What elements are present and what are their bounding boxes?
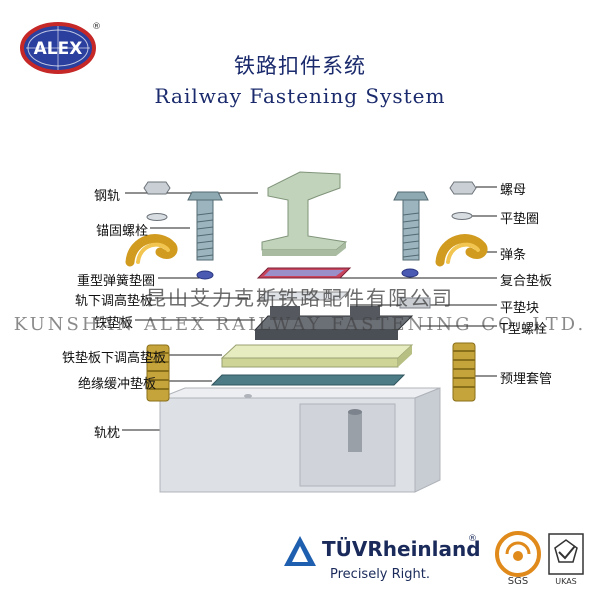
elastic-clip-right — [435, 234, 488, 267]
watermark-cn: 昆山艾力克斯铁路配件有限公司 — [146, 286, 454, 310]
logo-registered-mark: ® — [92, 22, 101, 32]
label-flat-washer: 平垫圈 — [500, 212, 540, 227]
anchor-bolt-left — [187, 191, 223, 261]
label-steel-rail: 钢轨 — [93, 189, 120, 204]
tuv-registered-mark: ® — [468, 534, 477, 544]
rail — [261, 171, 348, 256]
label-insulating-pad: 绝缘缓冲垫板 — [77, 377, 156, 392]
title-cn: 铁路扣件系统 — [234, 54, 366, 78]
label-elastic-clip: 弹条 — [500, 248, 527, 263]
flat-pad-block — [399, 297, 431, 309]
label-composite-pad: 复合垫板 — [500, 274, 553, 289]
tuv-tagline: Precisely Right. — [330, 567, 431, 582]
label-iron-base-plate: 铁垫板 — [93, 316, 133, 331]
ukas-badge-icon: UKAS — [548, 533, 584, 586]
under-rail-pad — [256, 291, 350, 301]
label-nut: 螺母 — [500, 183, 527, 198]
label-embedded-sleeve: 预埋套管 — [500, 372, 553, 387]
washer-right — [451, 212, 473, 220]
tuv-triangle-icon — [284, 536, 316, 566]
sleeper — [159, 387, 441, 493]
label-iron-plate-height-pad: 铁垫板下调高垫板 — [61, 351, 166, 366]
nut-right — [449, 181, 477, 195]
logo-text: ALEX — [34, 39, 83, 59]
tuv-rheinland-logo: TÜVRheinland — [322, 537, 481, 561]
label-sleeper: 轨枕 — [93, 426, 120, 441]
label-anchor-bolt: 锚固螺栓 — [95, 224, 148, 239]
iron-plate-adjust-pad — [220, 344, 414, 368]
label-flat-pad-block: 平垫块 — [500, 301, 540, 316]
washer-left — [146, 213, 168, 221]
spring-washer — [196, 268, 419, 280]
embedded-sleeve-right — [452, 342, 476, 402]
nut-left — [143, 181, 171, 195]
insulating-pad — [210, 374, 406, 386]
watermark-en: KUNSHAN ALEX RAILWAY FASTENING CO.,LTD. — [13, 314, 587, 335]
sgs-text: SGS — [508, 576, 528, 586]
title-en: Railway Fastening System — [154, 84, 446, 108]
label-t-bolt: T型螺栓 — [500, 322, 547, 337]
elastic-clip-left — [125, 234, 178, 267]
composite-pad — [256, 267, 352, 279]
label-heavy-spring-washer: 重型弹簧垫圈 — [76, 274, 155, 289]
iron-base-plate — [253, 306, 414, 340]
ukas-text: UKAS — [555, 577, 577, 586]
t-bolt-right — [393, 191, 429, 261]
label-under-rail-height-pad: 轨下调高垫板 — [74, 294, 153, 309]
embedded-sleeve-left — [146, 344, 170, 402]
sgs-badge-icon: SGS — [495, 531, 541, 586]
alex-logo: ALEX — [20, 22, 96, 74]
